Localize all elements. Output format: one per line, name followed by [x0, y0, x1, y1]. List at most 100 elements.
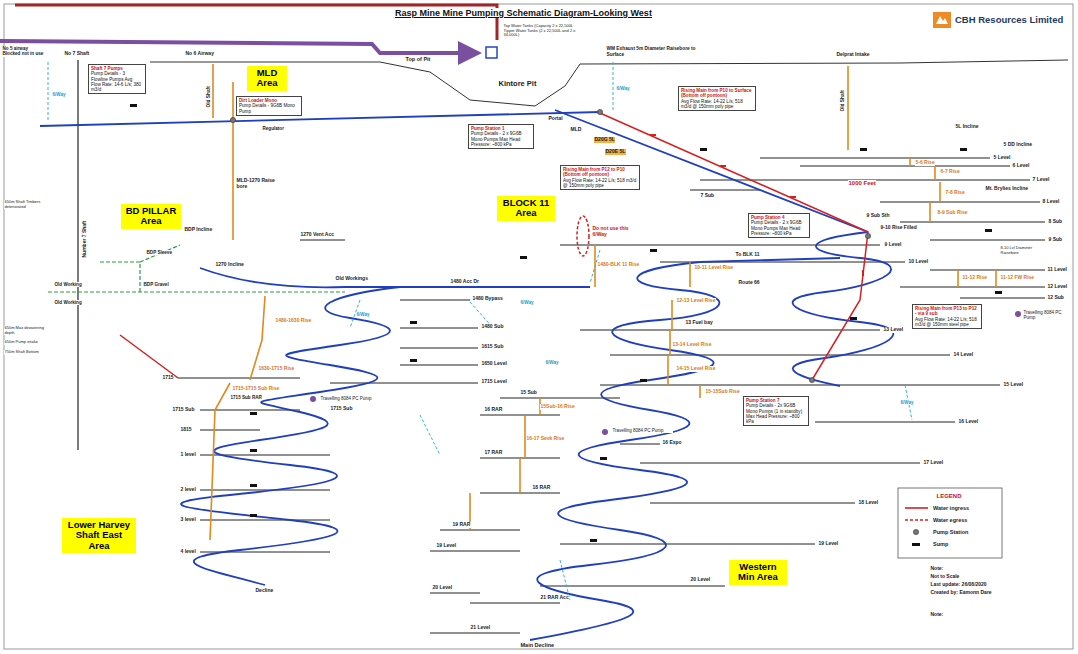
schematic-line [600, 113, 868, 380]
travelling-pumps [310, 311, 1021, 435]
map-label: 1480 Acc Dr [450, 279, 479, 285]
surface [78, 60, 1068, 450]
map-label: 15-15Sub Rise [705, 389, 740, 395]
schematic-line [809, 377, 814, 382]
map-label: 5L Incline [955, 124, 979, 130]
map-label: MLD-1270 Raise bore [236, 178, 277, 190]
box-heading: Shaft 7 Pumps [91, 66, 143, 71]
schematic-line [905, 507, 928, 509]
map-label: Last update: 26/08/2020 [930, 582, 987, 588]
schematic-line [700, 258, 840, 262]
map-label: 16 Expo [662, 440, 682, 446]
box-heading: Rising Main from P10 to Surface (Bottom … [681, 88, 753, 99]
map-label: 14 Level [953, 352, 974, 358]
box-text: Avg Flow Rate: 14-22 L/s; 518 m3/d @ 150… [915, 317, 979, 328]
map-label: 11-12 Rise [962, 275, 987, 281]
map-label: 19 RAR [452, 522, 471, 528]
schematic-line [790, 196, 796, 198]
schematic-line [898, 488, 1002, 558]
map-label: BDP Gravel [143, 282, 169, 287]
map-label: 15 Sub [520, 390, 537, 396]
map-label: 1715 Level [481, 379, 507, 385]
schematic-line [250, 514, 257, 517]
map-label: 21 RAR Acc [540, 595, 569, 601]
map-label: 6/Way [356, 312, 370, 317]
map-label: 9-10 Rise Filled [880, 225, 917, 231]
schematic-line [120, 335, 178, 378]
schematic-line [577, 216, 589, 256]
map-label: Old Working [54, 282, 82, 287]
schematic-line [700, 148, 707, 151]
schematic-line [865, 233, 870, 238]
map-label: Old Workings [335, 276, 368, 282]
map-label: 650m Max dewatering depth [4, 326, 45, 335]
area-label-box: BD PILLAR Area [121, 204, 181, 229]
pump-info-box: Pump Station 7Pump Details - 2x 9G6B Mon… [743, 396, 809, 426]
map-label: 1815 [180, 427, 192, 433]
box-heading: BLOCK 11 Area [500, 198, 552, 219]
box-heading: Western Min Area [732, 562, 784, 583]
schematic-line [862, 270, 864, 276]
map-label: Top Water Tanks (Capacity 2 x 22,500L Ti… [503, 24, 584, 38]
map-label: 17 Level [923, 460, 944, 466]
pump-info-box: Pump Station 1Pump Details - 2 x 9G6B Mo… [468, 124, 534, 149]
map-label: To BLK 11 [735, 252, 760, 258]
schematic-line [250, 449, 257, 452]
map-label: Delprat Intake [836, 52, 870, 58]
map-label: 9 Level [884, 242, 902, 248]
pipe-markers [650, 134, 864, 276]
map-label: 18 RAR [532, 485, 551, 491]
map-label: 6-7 Rise [940, 169, 960, 175]
map-label: 11-12 FW Rise [1000, 275, 1035, 281]
map-label: Old Working [54, 300, 82, 305]
schematic-line [77, 60, 78, 450]
map-label: Decline [255, 588, 274, 594]
schematic-line [555, 110, 868, 232]
map-label: 1715 Sub [330, 406, 353, 412]
map-label: 13 Fuel bay [685, 320, 713, 326]
pump-info-box: Pump Station 4Pump Details - 2 x 9G6B Mo… [748, 213, 810, 238]
map-label: 6/Way [900, 400, 914, 405]
map-label: Note: [930, 612, 944, 618]
map-label: Not to Scale [930, 574, 960, 580]
logo-icon [933, 12, 951, 28]
map-label: No 5 airway Blocked not in use [2, 46, 45, 57]
map-label: 12-13 Level Rise [676, 298, 716, 304]
map-label: 1480 Bypass [472, 296, 503, 302]
schematic-line [1015, 311, 1021, 317]
map-label: 19 Level [436, 543, 457, 549]
schematic-line [650, 134, 656, 136]
map-label: Travelling 8084 PC Pump [320, 396, 381, 401]
map-label: 650m Shaft Timbers deteriorated [4, 200, 45, 209]
box-text: Avg Flow Rate: 14-22 L/s; 518 m3/d @ 150… [563, 178, 637, 189]
schematic-line [4, 4, 1073, 649]
box-heading: Pump Station 1 [471, 126, 531, 131]
map-label: 5 DD Incline [1003, 142, 1033, 148]
map-label: 650m Pump intake [4, 340, 45, 345]
map-label: No 7 Shaft [64, 51, 90, 57]
map-label: 21 Level [470, 625, 491, 631]
map-label: 6 Level [1012, 163, 1030, 169]
schematic-line [410, 321, 417, 324]
schematic-line [310, 396, 316, 402]
map-label: WM Exhaust 5m Diameter Raisebore to Surf… [606, 46, 707, 57]
map-label: 750m Shaft Bottom [4, 350, 45, 355]
map-label: 1615 Sub [481, 344, 504, 350]
map-label: Regulator [262, 126, 284, 131]
map-label: 19 Level [818, 541, 839, 547]
box-heading: Lower Harvey Shaft East Area [65, 520, 133, 551]
legend-box [898, 488, 1002, 558]
map-label: Travelling 8084 PC Pump [1023, 310, 1068, 320]
map-label: 6/Way [520, 300, 534, 305]
map-label: 5-6 Rise [915, 160, 935, 166]
map-label: 1480-1630 Rise [275, 318, 312, 324]
pump-info-box: Rising Main from P12 to P10 (Bottom off … [560, 165, 640, 190]
declines [40, 110, 893, 640]
map-label: 7-8 Rise [945, 190, 965, 196]
schematic-line [210, 296, 265, 540]
map-label: Portal [548, 116, 563, 122]
map-label: 8-10 Lvl Diameter Raisebore [1000, 246, 1046, 255]
schematic-line [345, 286, 590, 288]
map-label: Kintore Pit [498, 80, 537, 89]
map-label: 17 RAR [484, 450, 503, 456]
